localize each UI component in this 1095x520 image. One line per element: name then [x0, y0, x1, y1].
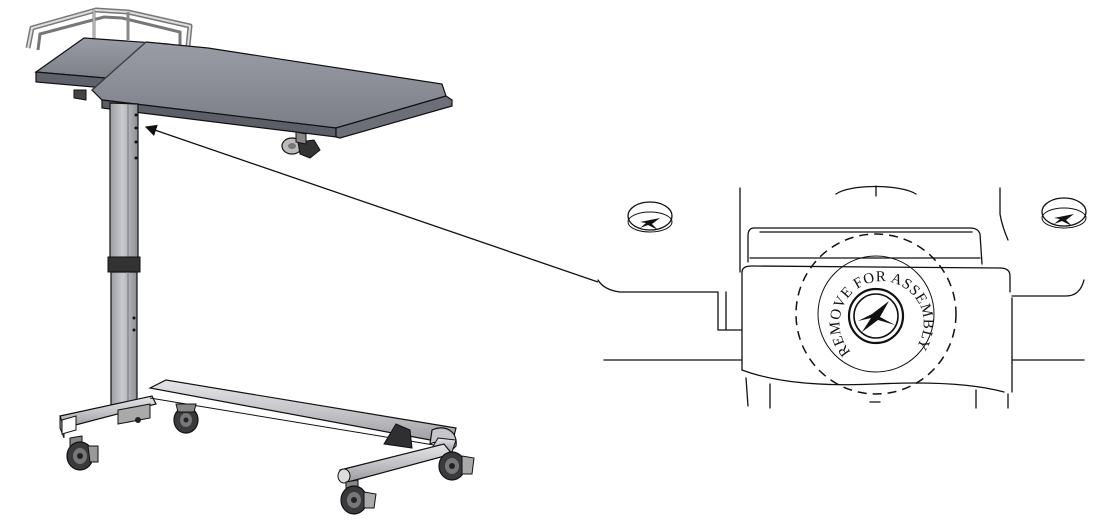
cross-screw-icon: [627, 201, 673, 233]
removal-zone-dashed-circle: [795, 233, 957, 395]
caster-rear-left: [173, 403, 199, 434]
main-table-top: [91, 41, 453, 139]
column: [107, 102, 141, 413]
guard-rail: [25, 7, 193, 85]
pointer-arrow: [144, 124, 599, 283]
cross-screw-icon: [1041, 197, 1087, 229]
caster-front-right: [340, 479, 377, 515]
caster-rear-right: [438, 451, 475, 481]
overbed-table: [25, 7, 475, 515]
caster-front-left: [66, 435, 99, 471]
label-ring: [817, 255, 935, 373]
cross-button-icon: [847, 287, 905, 345]
detail-view: REMOVE FOR ASSEMBLY: [597, 185, 1087, 409]
base-frame: [59, 379, 457, 484]
